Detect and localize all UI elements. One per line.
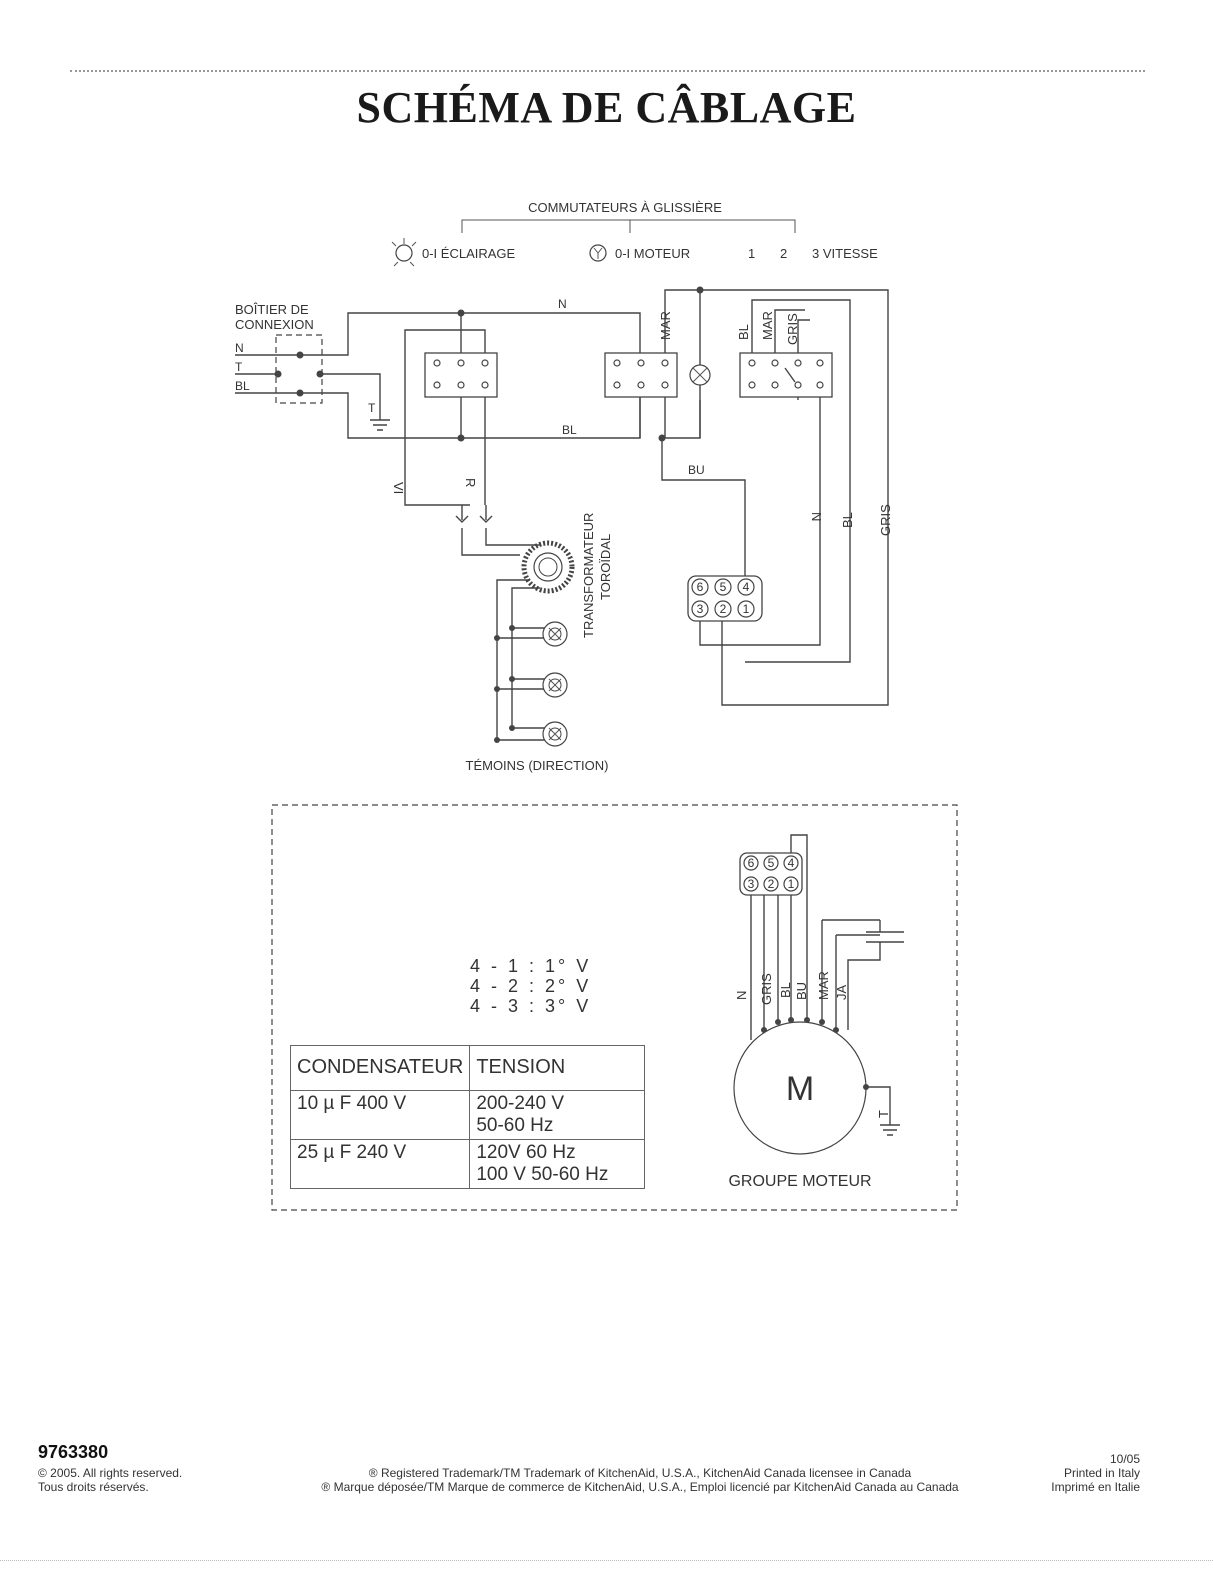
light-bulb-icon [391,238,417,267]
motor-connector-upper: 6 5 4 3 2 1 [687,575,763,622]
table-header-row: CONDENSATEUR TENSION [289,1045,646,1091]
wire-n-top: N [558,297,567,311]
cap-value: 25 µ F 240 V [289,1139,471,1189]
wire-bl-switch: BL [736,324,751,340]
motor-group-label: GROUPE MOTEUR [728,1173,871,1190]
speed-row-1: 4 - 1 : 1° V [470,956,591,976]
voltage-value: 200-240 V 50-60 Hz [469,1090,646,1140]
wire-mar-label: MAR [658,311,673,340]
copyright-fr: Tous droits réservés. [38,1480,149,1494]
indicator-lamp-1 [542,621,568,647]
pin-1: 1 [743,602,750,616]
lower-pin-3: 3 [748,877,755,891]
motor-ground-label: T [876,1110,891,1118]
motor-wire-bl: BL [778,982,793,998]
indicator-lamp-3 [542,721,568,747]
wire-mar-switch: MAR [760,311,775,340]
header-tension: TENSION [469,1045,646,1091]
switches-header: COMMUTATEURS À GLISSIÈRE [528,200,722,215]
wire-r-label: R [463,478,478,487]
wire-bl-mid: BL [562,423,577,437]
wire-gris-switch: GRIS [785,313,800,345]
junction-n-label: N [235,341,244,355]
motor-letter: M [786,1070,814,1108]
speed-3-label: 3 VITESSE [812,246,878,261]
motor-wire-gris: GRIS [759,973,774,1005]
pin-4: 4 [743,580,750,594]
lower-pin-1: 1 [788,877,795,891]
page-title: SCHÉMA DE CÂBLAGE [356,83,857,132]
motor-wire-bu: BU [794,982,809,1000]
wire-bu-label: BU [688,463,705,477]
document-code: 9763380 [38,1442,109,1462]
wire-n-right: N [809,512,824,521]
lower-pin-2: 2 [768,877,775,891]
voltage-line-1: 120V 60 Hz [476,1142,576,1163]
junction-t-label: T [235,360,243,374]
speed-row-3: 4 - 3 : 3° V [470,996,591,1016]
lower-pin-5: 5 [768,856,775,870]
indicators-label: TÉMOINS (DIRECTION) [466,758,609,773]
transformer-label-1: TRANSFORMATEUR [581,513,596,638]
junction-box-label-1: BOÎTIER DE [235,302,309,317]
wire-bl-right: BL [840,512,855,528]
transformer-label-2: TOROÏDAL [598,534,613,600]
toroidal-transformer [521,540,575,594]
copyright-en: © 2005. All rights reserved. [38,1466,183,1480]
junction-bl-label: BL [235,379,250,393]
wire-vi-label: VI [391,482,406,494]
motor-group-box [271,804,958,1211]
cap-value: 10 µ F 400 V [289,1090,471,1140]
motor-wire-ja: JA [834,985,849,1001]
table-row: 25 µ F 240 V 120V 60 Hz 100 V 50-60 Hz [289,1139,646,1189]
wire-gris-right: GRIS [878,504,893,536]
voltage-line-2: 50-60 Hz [476,1115,554,1136]
voltage-line-1: 200-240 V [476,1093,564,1114]
motor-switch-label: 0-I MOTEUR [615,246,690,261]
table-row: 10 µ F 400 V 200-240 V 50-60 Hz [289,1090,646,1140]
ground-t-label: T [368,401,376,415]
motor-wire-mar: MAR [816,971,831,1000]
speed-switch-block [739,352,833,398]
junction-box [275,334,323,404]
trademark-fr: ® Marque déposée/TM Marque de commerce d… [321,1480,959,1494]
pin-2: 2 [720,602,727,616]
lower-pin-4: 4 [788,856,795,870]
printed-fr: Imprimé en Italie [1051,1480,1140,1494]
printed-en: Printed in Italy [1063,1466,1140,1480]
header-condensateur: CONDENSATEUR [289,1045,471,1091]
voltage-line-2: 100 V 50-60 Hz [476,1164,609,1185]
lower-pin-6: 6 [748,856,755,870]
trademark-en: ® Registered Trademark/TM Trademark of K… [368,1466,912,1480]
pin-6: 6 [697,580,704,594]
motor-wire-n: N [734,991,749,1000]
top-rule [70,70,1145,72]
pin-3: 3 [697,602,704,616]
fan-icon [589,244,607,262]
pin-5: 5 [720,580,727,594]
speed-row-2: 4 - 2 : 2° V [470,976,591,996]
light-switch-label: 0-I ÉCLAIRAGE [422,246,516,261]
bottom-rule [0,1560,1213,1561]
speed-1-label: 1 [748,246,755,261]
print-date: 10/05 [1109,1452,1140,1466]
speed-2-label: 2 [780,246,787,261]
voltage-value: 120V 60 Hz 100 V 50-60 Hz [469,1139,646,1189]
indicator-lamp-2 [542,672,568,698]
capacitor-table: CONDENSATEUR TENSION 10 µ F 400 V 200-24… [289,1045,646,1189]
junction-box-label-2: CONNEXION [235,317,314,332]
motor-connector-lower: 6 5 4 3 2 1 [739,852,803,896]
